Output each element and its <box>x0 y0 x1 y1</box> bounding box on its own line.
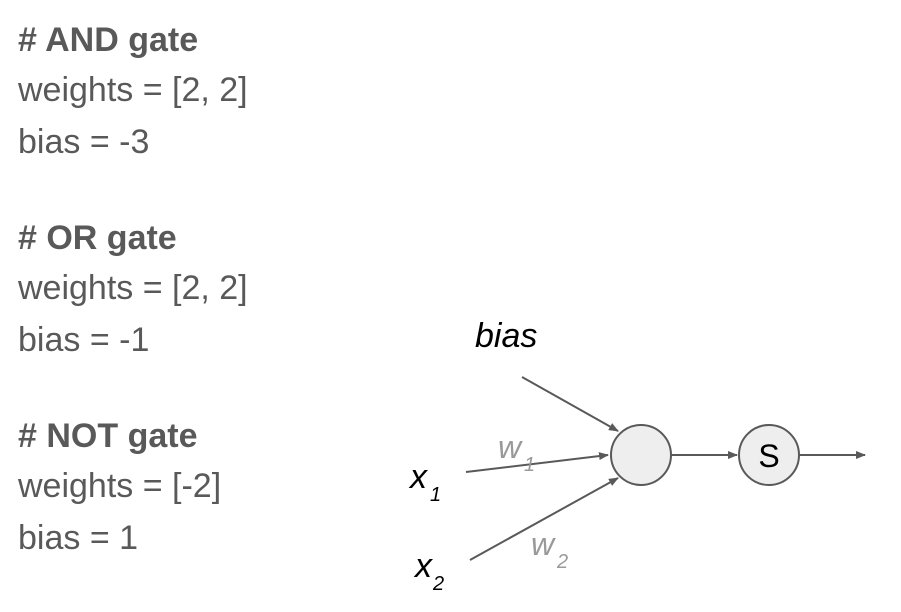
w2-label: w <box>531 526 556 562</box>
x2-label: x <box>413 547 433 585</box>
summation-node <box>610 424 672 486</box>
and-gate-weights: weights = [2, 2] <box>18 71 248 109</box>
or-gate-bias: bias = -1 <box>18 321 150 359</box>
and-gate-bias: bias = -3 <box>18 123 150 161</box>
not-gate-weights: weights = [-2] <box>18 467 222 505</box>
and-gate-block: # AND gate weights = [2, 2] bias = -3 <box>18 20 248 174</box>
x1-subscript: 1 <box>430 484 441 506</box>
bias-label: bias <box>475 317 537 355</box>
or-gate-heading: # OR gate <box>18 219 177 257</box>
not-gate-bias: bias = 1 <box>18 519 139 557</box>
not-gate-heading: # NOT gate <box>18 417 198 455</box>
or-gate-block: # OR gate weights = [2, 2] bias = -1 <box>18 218 248 372</box>
x2-subscript: 2 <box>432 573 444 595</box>
or-gate-weights: weights = [2, 2] <box>18 269 248 307</box>
x2-arrow <box>469 477 619 561</box>
activation-label: S <box>758 438 779 474</box>
x1-label: x <box>408 458 428 496</box>
w2-subscript: 2 <box>556 551 568 573</box>
not-gate-block: # NOT gate weights = [-2] bias = 1 <box>18 416 221 570</box>
w1-label: w <box>498 429 523 465</box>
w1-subscript: 1 <box>524 454 535 476</box>
x1-arrow <box>465 452 609 473</box>
bias-arrow <box>521 376 619 432</box>
and-gate-heading: # AND gate <box>18 21 199 59</box>
